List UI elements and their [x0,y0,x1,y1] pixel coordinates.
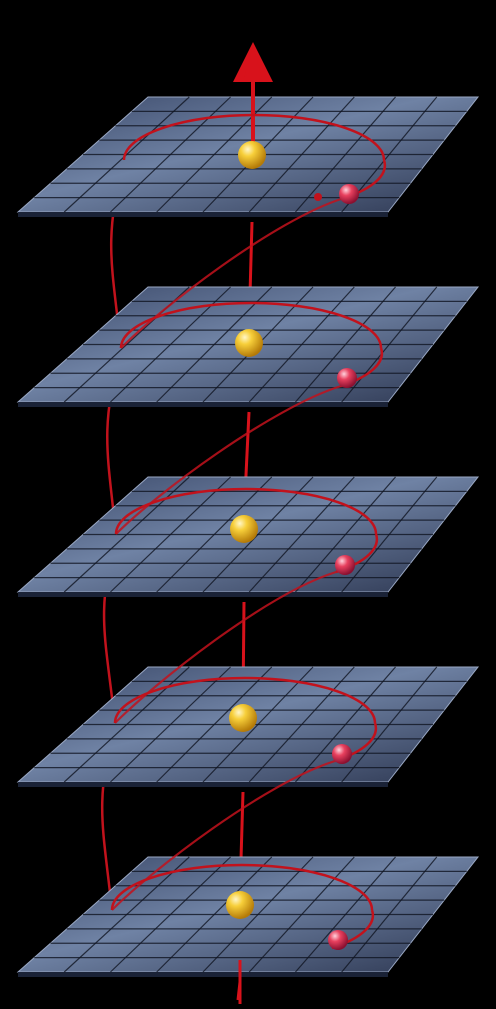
pink-sphere-icon [337,368,357,388]
grid-line [341,856,438,973]
grid-line [295,856,396,973]
grid-line [248,856,355,973]
arrow-up-icon [244,46,262,78]
orbit-back-arc [119,301,383,349]
grid-line [248,666,355,783]
grid-line [341,476,438,593]
pink-sphere-icon [328,930,348,950]
trail-dot [314,193,322,201]
grid-line [295,476,396,593]
plane-edge [18,402,388,407]
grid-line [295,666,396,783]
yellow-sphere-icon [230,515,258,543]
helix-cross [115,384,342,535]
helix-cross [120,196,345,349]
orbit-back-arc [110,863,374,911]
orbit-back-arc [113,676,377,724]
yellow-sphere-icon [238,141,266,169]
grid-line [341,666,438,783]
helix-cross [111,759,336,911]
plane-5 [16,856,480,977]
helix-cross [114,570,337,724]
grid-line [248,96,355,213]
grid-line [248,286,355,403]
plane-edge [18,212,388,217]
plane-edge [18,972,388,977]
yellow-sphere-icon [226,891,254,919]
pink-sphere-icon [332,744,352,764]
grid-line [248,476,355,593]
orbit-back-arc [122,113,386,161]
plane-edge [18,782,388,787]
pink-sphere-icon [339,184,359,204]
pink-sphere-icon [335,555,355,575]
yellow-sphere-icon [229,704,257,732]
helix-front-layer [110,42,387,1004]
grid-line [295,96,396,213]
orbit-back-arc [114,487,378,535]
yellow-sphere-icon [235,329,263,357]
grid-line [295,286,396,403]
plane-edge [18,592,388,597]
grid-line [341,286,438,403]
